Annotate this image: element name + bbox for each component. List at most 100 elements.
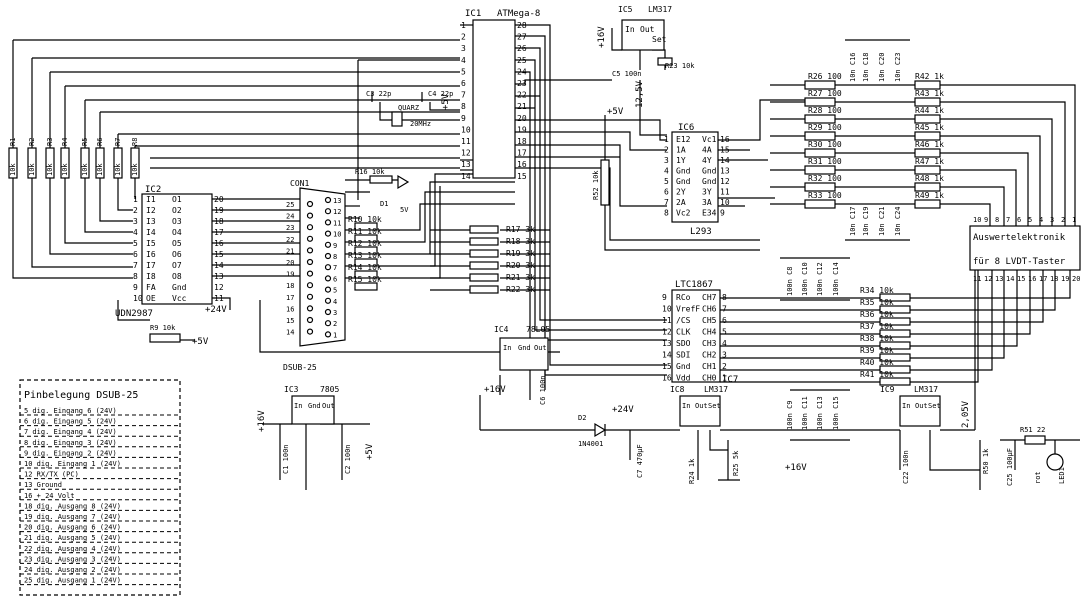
con1-pin xyxy=(306,316,314,324)
auswerte-pin-number: 16 xyxy=(1028,275,1036,283)
resistor xyxy=(804,165,836,175)
con1-pin xyxy=(306,258,314,266)
con1-pin xyxy=(324,264,332,271)
pulldown-value: 10k xyxy=(46,163,54,176)
resistor xyxy=(469,285,499,294)
con1-pin-number: 3 xyxy=(333,309,337,317)
pinbelegung-row: 24 dig. Ausgang 2 (24V) xyxy=(24,566,121,574)
ic5-125v-label: 12,5V xyxy=(635,80,645,108)
resistor-label: R48 1k xyxy=(915,174,944,183)
pinbelegung-row: 25 dig. Ausgang 1 (24V) xyxy=(24,577,121,585)
resistor-label: R37 10k xyxy=(860,322,894,331)
ic2-pin-number: 10 xyxy=(133,294,143,303)
pinbelegung-row: 20 dig. Ausgang 6 (24V) xyxy=(24,524,121,532)
ic1-pin-number: 22 xyxy=(517,91,527,100)
ic7-pin-name: CH7 xyxy=(702,293,717,302)
resistor xyxy=(879,365,911,374)
ic2-pin-number: 15 xyxy=(214,250,224,259)
ic1-pin-number: 10 xyxy=(461,125,471,134)
pulldown-value: 10k xyxy=(28,163,36,176)
ic7-pin-number: 2 xyxy=(722,362,727,371)
ic1-pin-number: 23 xyxy=(517,79,527,88)
resistor xyxy=(879,353,911,362)
r9-label: R9 10k xyxy=(150,324,176,332)
resistor xyxy=(469,237,499,246)
ic1-pin-number: 7 xyxy=(461,91,466,100)
con1-pin xyxy=(306,282,314,289)
ic3: IC3 7805 In Gnd Out +16V +5V C1 100n C2 … xyxy=(257,385,375,474)
resistor xyxy=(469,261,499,270)
ic9-205v-label: 2,05V xyxy=(961,400,971,428)
ic2-pin-number: 16 xyxy=(214,239,224,248)
con1-pin-number: 14 xyxy=(286,329,294,337)
con1-pin-number: 8 xyxy=(333,253,337,261)
pulldown-value: 10k xyxy=(114,163,122,176)
ic2-ref: IC2 xyxy=(145,185,161,195)
ic4-16v-label: +16V xyxy=(484,385,506,395)
ic7-pin-number: 6 xyxy=(722,316,727,325)
r16-d1: R16 10k D1 5V xyxy=(355,168,409,214)
capacitor-label: 100n C11 xyxy=(801,396,809,430)
ic1-pin-number: 1 xyxy=(461,21,466,30)
ic2-pin-number: 7 xyxy=(133,261,138,270)
con1-pin-number: 23 xyxy=(286,224,294,232)
ic2-pin-number: 11 xyxy=(214,294,224,303)
r51-label: R51 22 xyxy=(1020,426,1045,434)
resistor-label: R20 3k xyxy=(506,261,535,270)
ic3-pin-in: In xyxy=(294,402,302,410)
con1-pin-number: 13 xyxy=(333,197,341,205)
capacitor-label: 10n C16 xyxy=(849,52,857,82)
pinbelegung-row: 23 dig. Ausgang 3 (24V) xyxy=(24,555,121,563)
resistor xyxy=(469,249,499,258)
pulldown-value: 10k xyxy=(61,163,69,176)
auswerte-title1: Auswertelektronik xyxy=(973,233,1066,243)
resistor-label: R34 10k xyxy=(860,286,894,295)
auswerte-pin-number: 19 xyxy=(1061,275,1069,283)
ic7-pin-number: 15 xyxy=(662,362,672,371)
con1-pin-number: 11 xyxy=(333,219,341,227)
ic9-pin-out: Out xyxy=(915,402,928,410)
con1-pin xyxy=(324,308,332,316)
ic2-pin-name: O6 xyxy=(172,250,182,259)
con1-pin-number: 21 xyxy=(286,247,294,255)
c25-label: C25 100µF xyxy=(1006,448,1014,486)
pulldown-resistor xyxy=(95,147,105,179)
resistor-label: R35 10k xyxy=(860,298,894,307)
con1-pin-number: 15 xyxy=(286,317,294,325)
resistor-label: R30 100 xyxy=(808,140,842,149)
ic6-pin-number: 16 xyxy=(720,135,730,144)
con1-pin xyxy=(306,328,314,335)
con1-pin-number: 5 xyxy=(333,287,337,295)
ic7-pin-name: VrefF xyxy=(676,305,700,314)
ic1-pin-number: 11 xyxy=(461,137,471,146)
ic1-pin-number: 6 xyxy=(461,79,466,88)
con1-pin xyxy=(306,235,314,242)
pinbelegung-row: 21 dig. Ausgang 5 (24V) xyxy=(24,534,121,542)
ic6-pin-name: Gnd xyxy=(676,167,691,176)
r9-resistor: R9 10k +5V +24V xyxy=(149,305,227,347)
ic7-pin-number: 7 xyxy=(722,305,727,314)
resistor xyxy=(354,258,378,267)
capacitor-label: 10n C18 xyxy=(862,52,870,82)
quartz-block: QUARZ 20MHz C3 22p C4 22p +5V xyxy=(366,90,453,128)
r25-label: R25 5k xyxy=(732,450,740,476)
con1-pin xyxy=(324,286,332,293)
ic1-pin-number: 19 xyxy=(517,125,527,134)
con1-pin-number: 12 xyxy=(333,208,341,216)
ic1-pin-number: 26 xyxy=(517,44,527,53)
con1-pin xyxy=(306,200,314,208)
con1-pin-number: 20 xyxy=(286,259,294,267)
ic9-pin-in: In xyxy=(902,402,910,410)
ic7-pin-name: CH5 xyxy=(702,316,717,325)
ic2-pin-number: 17 xyxy=(214,228,224,237)
auswerte-pin-number: 5 xyxy=(1028,216,1032,224)
ic4-pin-out: Out xyxy=(534,344,547,352)
ic5-pin-set: Set xyxy=(652,35,667,44)
auswerte-pin-number: 15 xyxy=(1017,275,1025,283)
resistor xyxy=(354,270,378,279)
ic4-name: 78L05 xyxy=(526,325,550,334)
